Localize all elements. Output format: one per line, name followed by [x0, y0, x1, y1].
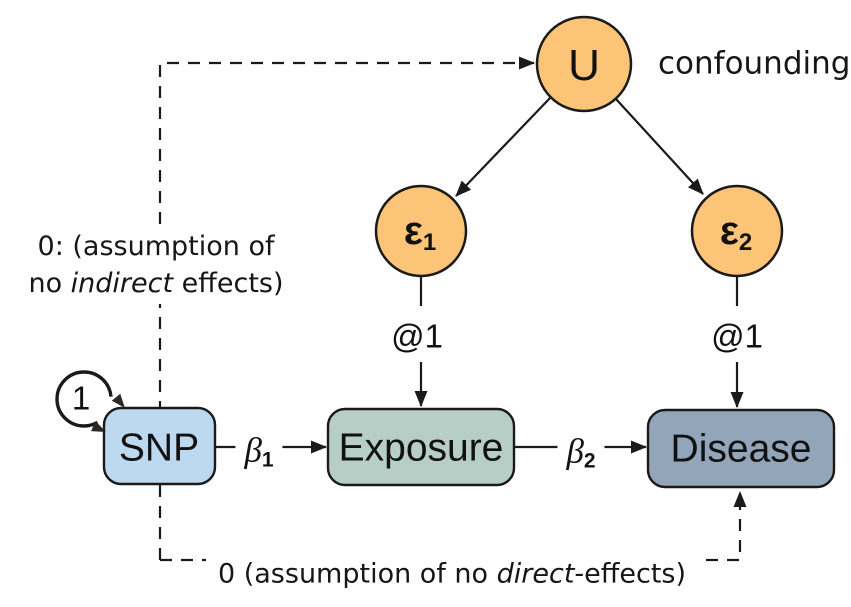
no-indirect-line1: 0: (assumption of [37, 231, 275, 262]
beta2-coefficient-label: β2 [557, 431, 605, 472]
epsilon1-subscript: 1 [422, 228, 437, 256]
beta2-base: β [566, 431, 584, 471]
arrow-u-to-epsilon1 [455, 96, 552, 197]
epsilon1-base: ε [403, 209, 423, 253]
beta1-subscript: 1 [261, 448, 274, 472]
node-epsilon2-label: ε2 [719, 209, 752, 254]
beta1-base: β [244, 430, 262, 470]
epsilon2-base: ε [719, 209, 739, 253]
variance-loop-label: 1 [71, 379, 91, 417]
dashed-no-indirect-path [158, 56, 535, 560]
node-snp-label: SNP [118, 426, 200, 470]
epsilon2-subscript: 2 [738, 228, 753, 256]
confounding-label: confounding [658, 45, 851, 82]
no-indirect-line2: no indirect effects) [28, 268, 284, 299]
beta2-subscript: 2 [583, 449, 596, 473]
dashed-no-direct-path [160, 491, 747, 562]
variance-loop-arrowhead-left [91, 421, 106, 432]
u-circle [535, 15, 633, 113]
no-direct-effects-note: 0 (assumption of no direct-effects) [205, 557, 699, 591]
no-indirect-effects-note: 0: (assumption of no indirect effects) [24, 226, 288, 304]
node-exposure-label: Exposure [338, 426, 504, 470]
node-disease-label: Disease [670, 427, 812, 471]
loading-label-epsilon1: @1 [391, 317, 443, 355]
variance-loop-arc [55, 370, 113, 428]
beta1-coefficient-label: β1 [235, 430, 283, 471]
disease-box [646, 408, 836, 489]
node-u-label: U [568, 41, 600, 90]
node-epsilon1-label: ε1 [403, 209, 436, 254]
loading-label-epsilon2: @1 [711, 317, 763, 355]
arrow-u-to-epsilon2 [615, 98, 704, 195]
variance-loop-arrowhead-top [111, 393, 125, 408]
